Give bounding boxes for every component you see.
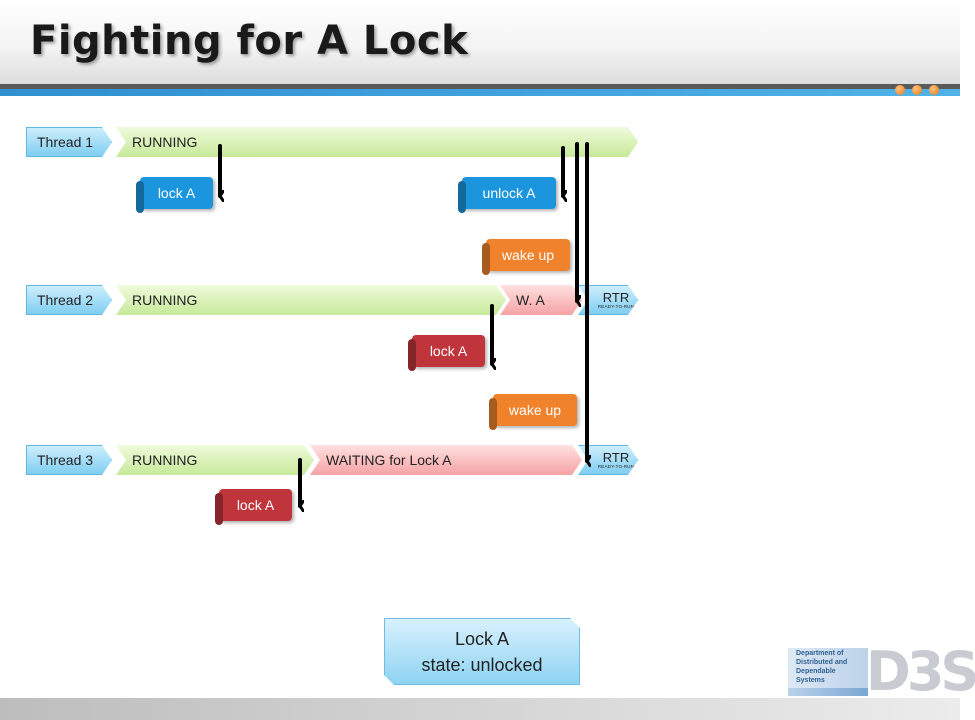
thread-3-label: Thread 3 — [26, 445, 112, 475]
thread-1-label: Thread 1 — [26, 127, 112, 157]
thread-1-running-bar: RUNNING — [116, 127, 638, 157]
thread-2-wakeup-tag: wake up — [486, 239, 570, 271]
thread-3-running-bar: RUNNING — [116, 445, 314, 475]
d3s-logo: Department of Distributed and Dependable… — [788, 644, 975, 700]
lock-state: state: unlocked — [421, 654, 543, 675]
thread-2-waiting-bar: W. A — [500, 285, 582, 315]
thread-2-lock-tag: lock A — [412, 335, 485, 367]
logo-department-text: Department of Distributed and Dependable… — [796, 650, 848, 684]
logo-letters: D3S — [866, 640, 975, 703]
thread-1-unlock-tag: unlock A — [462, 177, 556, 209]
thread-2-running-bar: RUNNING — [116, 285, 506, 315]
thread-1-lock-tag: lock A — [140, 177, 213, 209]
orange-dot-icon — [912, 85, 922, 95]
orange-dot-icon — [929, 85, 939, 95]
slide-footer — [0, 698, 960, 720]
slide-title: Fighting for A Lock — [30, 18, 469, 64]
lock-state-box: Lock A state: unlocked — [384, 618, 580, 685]
lock-name: Lock A — [454, 628, 510, 649]
slide-header: Fighting for A Lock — [0, 0, 960, 85]
header-rule — [0, 84, 960, 89]
thread-3-waiting-bar: WAITING for Lock A — [310, 445, 582, 475]
thread-2-label: Thread 2 — [26, 285, 112, 315]
orange-dot-icon — [895, 85, 905, 95]
thread-3-lock-tag: lock A — [219, 489, 292, 521]
header-accent-rule — [0, 89, 960, 96]
thread-3-wakeup-tag: wake up — [493, 394, 577, 426]
